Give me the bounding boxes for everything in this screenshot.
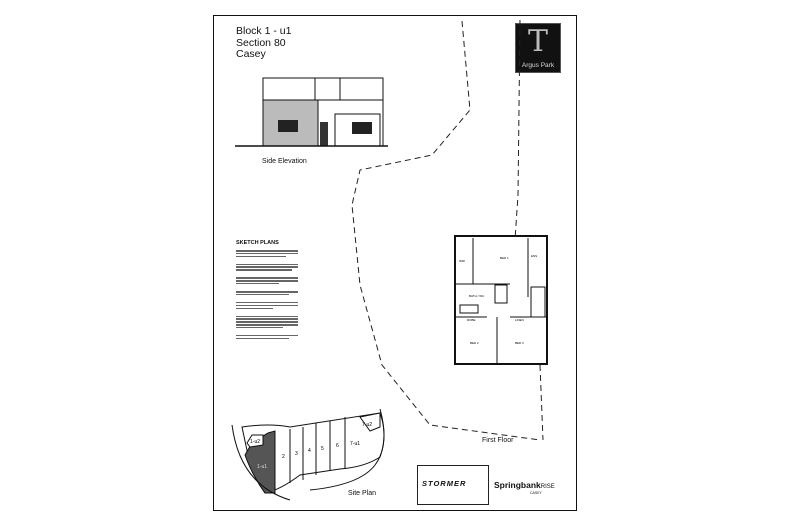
lot-7-u1: 7-u1 bbox=[350, 441, 360, 447]
lot-5: 5 bbox=[321, 446, 324, 452]
side-elevation-caption: Side Elevation bbox=[262, 158, 307, 165]
estate-name: Springbank bbox=[494, 480, 541, 490]
document-sheet bbox=[213, 15, 577, 511]
lot-2: 2 bbox=[282, 454, 285, 460]
estate-area: CASEY bbox=[530, 491, 542, 495]
room-linen: LINEN bbox=[515, 318, 524, 322]
lot-1-u1: 1-u1 bbox=[257, 464, 267, 470]
notes-heading: SKETCH PLANS bbox=[236, 240, 279, 246]
room-bath: BATH / WC bbox=[469, 294, 485, 298]
logo-mark: T bbox=[527, 24, 548, 59]
sketch-plan-notes: SKETCH PLANS bbox=[236, 240, 298, 341]
room-bed-2: BED 2 bbox=[470, 341, 479, 345]
lot-1-u2: 1-u2 bbox=[250, 439, 260, 445]
argus-park-logo: T Argus Park bbox=[515, 23, 561, 73]
title-block: Block 1 - u1 Section 80 Casey bbox=[236, 25, 292, 61]
lot-7-u2: 7-u2 bbox=[362, 422, 372, 428]
first-floor-caption: First Floor bbox=[482, 437, 514, 444]
room-robe: ROBE bbox=[467, 318, 476, 322]
lot-6: 6 bbox=[336, 443, 339, 449]
logo-name: Argus Park bbox=[521, 62, 555, 69]
room-bed-3: BED 3 bbox=[515, 341, 524, 345]
springbank-rise-logo: SpringbankRISE bbox=[494, 480, 555, 490]
builder-name: STORMER bbox=[422, 479, 467, 488]
stormer-logo: STORMER bbox=[417, 465, 489, 505]
lot-3: 3 bbox=[295, 451, 298, 457]
block-label: Block 1 - u1 bbox=[236, 25, 292, 37]
estate-suffix: RISE bbox=[540, 484, 555, 490]
section-label: Section 80 bbox=[236, 36, 286, 49]
site-plan-drawing: 1-u2 1-u1 2 3 4 5 6 7-u1 7-u2 bbox=[231, 408, 385, 501]
lot-4: 4 bbox=[308, 448, 311, 454]
room-ens: ENS bbox=[531, 254, 537, 258]
site-plan-caption: Site Plan bbox=[348, 490, 377, 497]
room-bed-1: BED 1 bbox=[500, 256, 509, 260]
first-floor-plan: BED 1 BED 2 BED 3 BATH / WC WIR ENS ROBE… bbox=[454, 235, 548, 365]
suburb-label: Casey bbox=[236, 48, 266, 60]
lot-boundary bbox=[351, 19, 544, 441]
side-elevation-drawing bbox=[235, 77, 388, 147]
room-wir: WIR bbox=[459, 259, 466, 263]
